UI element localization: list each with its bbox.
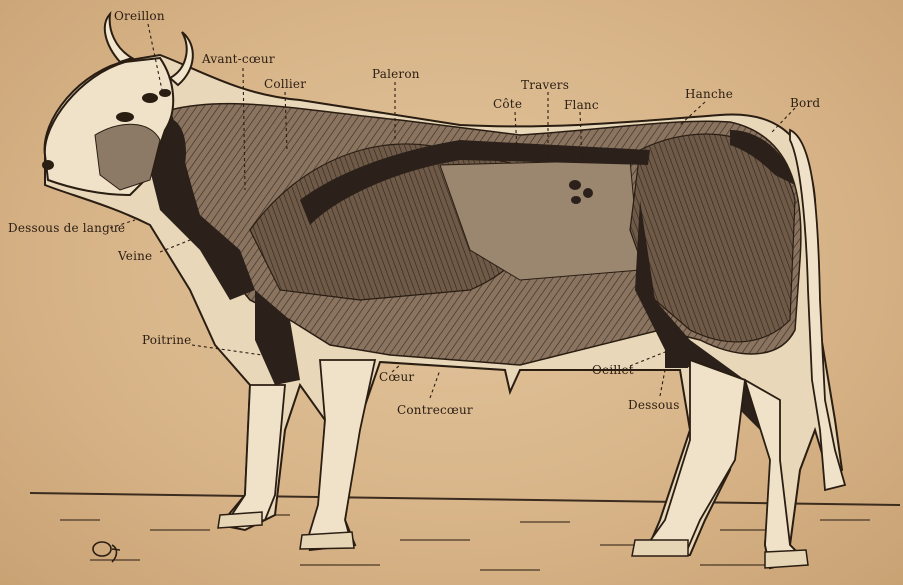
label-bord: Bord	[790, 96, 820, 110]
label-coeur: Cœur	[379, 370, 414, 384]
poll-mark-icon	[142, 93, 158, 103]
label-flanc: Flanc	[564, 98, 599, 112]
flank-spot	[583, 188, 593, 198]
flank-spot	[571, 196, 581, 204]
label-veine: Veine	[118, 249, 152, 263]
label-poitrine: Poitrine	[142, 333, 191, 347]
flank-spot	[569, 180, 581, 190]
hooves	[218, 512, 808, 568]
eye-icon	[116, 112, 134, 122]
label-oreillon: Oreillon	[114, 9, 165, 23]
label-dessous-de-langue: Dessous de langue	[8, 221, 125, 235]
artist-signature	[93, 542, 120, 562]
label-dessous: Dessous	[628, 398, 680, 412]
nostril-icon	[42, 160, 54, 170]
label-avant-coeur: Avant-cœur	[202, 52, 275, 66]
label-oeillet: Oeillet	[592, 363, 634, 377]
poll-mark-icon	[159, 89, 171, 97]
label-travers: Travers	[521, 78, 569, 92]
label-hanche: Hanche	[685, 87, 733, 101]
label-cote: Côte	[493, 97, 522, 111]
label-collier: Collier	[264, 77, 306, 91]
label-contrecoeur: Contrecœur	[397, 403, 473, 417]
label-paleron: Paleron	[372, 67, 420, 81]
